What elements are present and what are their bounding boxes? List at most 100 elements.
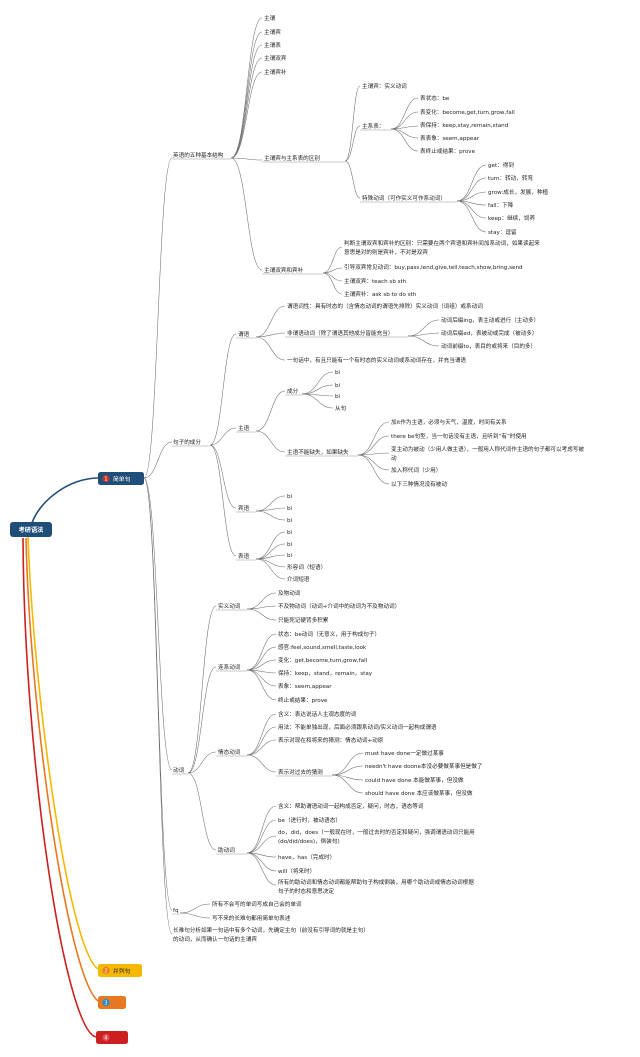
fq-item-2[interactable]: 写不来的长难句都用简单句表述 xyxy=(212,914,291,922)
double-object-note-2[interactable]: 意思是对的则是宾补，不对是双宾 xyxy=(344,248,428,256)
topic-svo-vs-linking[interactable]: 主谓宾与主系表的区别 xyxy=(264,154,320,162)
subject-comp-1[interactable]: bi xyxy=(335,370,341,376)
topic-fq[interactable]: fq xyxy=(173,908,179,914)
five-item-1[interactable]: 主谓 xyxy=(264,14,276,22)
aux-be[interactable]: be（进行时，被动语态） xyxy=(278,816,341,824)
linking-verb-3[interactable]: 变化：get,become,turn,grow,fall xyxy=(278,656,368,664)
non-finite-ed[interactable]: 动词后缀ed，表被动或完成（被动多） xyxy=(441,329,538,337)
double-object-note-3[interactable]: 引导双宾常见动词：buy,pass,lend,give,tell,teach,s… xyxy=(344,263,523,271)
aux-do-1[interactable]: do，did，does（一般现在时，一般过去时的否定和疑问，强调谓语动词只能用 xyxy=(278,828,475,836)
special-verb-4[interactable]: fall：下降 xyxy=(488,201,514,209)
linking-verb[interactable]: 连系动词 xyxy=(218,663,241,671)
five-item-5[interactable]: 主谓宾补 xyxy=(264,68,287,76)
linking-verb-4[interactable]: 保持：keep，stand，remain，stay xyxy=(278,669,373,677)
modal-meaning[interactable]: 含义：表达说话人主观态度的词 xyxy=(278,710,357,718)
missing-subject-it[interactable]: 加it作为主语，必须与天气，温度，时间有关系 xyxy=(391,418,507,426)
past-guess-3[interactable]: could have done 本能做某事，但没做 xyxy=(365,776,464,784)
aux-do-2[interactable]: (do/did/does)，倒装句) xyxy=(278,837,340,845)
auxiliary-verb[interactable]: 助动词 xyxy=(218,846,235,854)
past-guess-1[interactable]: must have done一定做过某事 xyxy=(365,749,444,757)
modal-present-guess[interactable]: 表示对现在和将来的猜测：情态动词+动原 xyxy=(278,736,384,744)
topic-sentence-components[interactable]: 句子的成分 xyxy=(173,438,201,446)
missing-subject-there-be[interactable]: there be句型，当一句话没有主语，且听到“有”时使用 xyxy=(391,432,527,440)
past-guess-4[interactable]: should have done 本应该做某事，但没做 xyxy=(365,789,473,797)
topic-double-object[interactable]: 主谓双宾和宾补 xyxy=(264,266,304,274)
special-verb-6[interactable]: stay：逗留 xyxy=(488,228,517,236)
five-item-4[interactable]: 主谓双宾 xyxy=(264,54,287,62)
notional-verb-3[interactable]: 只能死记硬背多积累 xyxy=(278,616,329,624)
five-item-3[interactable]: 主谓表 xyxy=(264,41,281,49)
predicative-item-1[interactable]: bi xyxy=(287,530,293,536)
branch-line-1 xyxy=(31,477,99,524)
five-item-2[interactable]: 主谓宾 xyxy=(264,28,281,36)
double-object-note-1[interactable]: 判断主谓双宾和宾补的区别：只需要在两个宾语和宾补间加系动词，如果读起来 xyxy=(344,239,540,247)
double-object-note-5[interactable]: 主谓宾补：ask sb to do sth xyxy=(344,290,417,298)
one-predicate-rule[interactable]: 一句话中，有且只能有一个有时态的实义动词或系动词存在，并充当谓语 xyxy=(287,356,466,364)
special-verb-2[interactable]: turn：转动，转弯 xyxy=(488,174,533,182)
missing-subject-no-passive[interactable]: 以下三种情况没有被动 xyxy=(391,480,447,488)
aux-meaning[interactable]: 含义：帮助谓语动词一起构成否定，疑问，时态，语态等词 xyxy=(278,802,424,810)
double-object-note-4[interactable]: 主谓双宾：teach sb sth xyxy=(344,277,407,285)
predicative[interactable]: 表语 xyxy=(238,552,250,560)
linking-item-4[interactable]: 表表象：seem,appear xyxy=(420,134,480,142)
topic-verbs[interactable]: 动词 xyxy=(173,766,185,774)
past-guess-2[interactable]: needn't have doone本没必要做某事但是做了 xyxy=(365,762,482,770)
object-item-1[interactable]: bi xyxy=(287,494,293,500)
modal-usage[interactable]: 用法：不能单独出现，后面必须跟系动词/实义动词一起构成谓语 xyxy=(278,723,437,731)
missing-subject-passive-1[interactable]: 变主动为被动（少用人做主语），一般用人称代词作主语的句子都可以考虑写被 xyxy=(391,445,584,453)
linking-item-3[interactable]: 表保持：keep,stay,remain,stand xyxy=(420,121,509,129)
special-verb-5[interactable]: keep：继续，饲养 xyxy=(488,214,535,222)
aux-will[interactable]: will（将来时） xyxy=(278,867,315,875)
subject-comp-3[interactable]: bi xyxy=(335,394,341,400)
subject-missing[interactable]: 主语不能缺失，如果缺失 xyxy=(287,448,349,456)
object-item-3[interactable]: bi xyxy=(287,518,293,524)
predicate[interactable]: 谓语 xyxy=(238,330,250,338)
linking-verb-2[interactable]: 感官:feel,sound,smell,taste,look xyxy=(278,643,367,651)
subject[interactable]: 主语 xyxy=(238,424,250,432)
notional-verb-1[interactable]: 及物动词 xyxy=(278,589,301,597)
special-verb-3[interactable]: grow:成长，发展，种植 xyxy=(488,188,548,196)
special-verb-1[interactable]: get：得到 xyxy=(488,161,514,169)
branch-simple-sentence[interactable] xyxy=(98,472,144,485)
linking-item-2[interactable]: 表变化：become,get,turn,grow,fall xyxy=(420,108,515,116)
predicative-item-3[interactable]: bi xyxy=(287,553,293,559)
topic-long-sentence-1[interactable]: 长难句分析如果一句话中有多个动词，先确定主句（前没有引导词的就是主句） xyxy=(173,926,369,934)
linking-verb-5[interactable]: 表象：seem,appear xyxy=(278,682,332,690)
fq-item-1[interactable]: 所有不会写的单词写成自己会的单词 xyxy=(212,900,302,908)
missing-subject-passive-2[interactable]: 动 xyxy=(391,455,397,462)
aux-inversion-2[interactable]: 句子的时态和意思决定 xyxy=(278,887,334,895)
object-item-2[interactable]: bi xyxy=(287,506,293,512)
predicate-definition[interactable]: 谓语词性：具有时态的（含情态动词的谓语先排除）实义动词（词组）或系动词 xyxy=(287,302,483,310)
aux-inversion-1[interactable]: 所有的助动词和情态动词都能帮助句子构成倒装，用哪个助动词或情态动词根据 xyxy=(278,878,474,886)
linking-item-1[interactable]: 表状态：be xyxy=(420,94,450,102)
branch-3-node[interactable] xyxy=(98,996,126,1009)
branch-compound-sentence[interactable] xyxy=(98,964,142,977)
topic-five-structures[interactable]: 英语的五种基本结构 xyxy=(173,151,224,159)
linking-structure[interactable]: 主系表： xyxy=(362,122,384,130)
modal-verb[interactable]: 情态动词 xyxy=(218,748,241,756)
special-verbs[interactable]: 特殊动词（可作实义可作系动词） xyxy=(362,194,446,202)
branch-4-node[interactable] xyxy=(96,1031,128,1044)
object[interactable]: 宾语 xyxy=(238,504,250,512)
predicative-item-5[interactable]: 介词短语 xyxy=(287,575,310,583)
linking-verb-1[interactable]: 状态：be动词（无意义，用于构成句子） xyxy=(278,630,380,638)
svo-notional-verb[interactable]: 主谓宾：实义动词 xyxy=(362,82,407,90)
notional-verb[interactable]: 实义动词 xyxy=(218,602,241,610)
predicative-item-2[interactable]: bi xyxy=(287,542,293,548)
modal-past-guess[interactable]: 表示对过去的猜测 xyxy=(278,768,323,776)
linking-verb-6[interactable]: 终止或结果：prove xyxy=(278,696,328,704)
missing-subject-pronoun[interactable]: 加入称代词（少用） xyxy=(391,466,441,474)
non-finite-ing[interactable]: 动词后缀ing，表主动或进行（主动多） xyxy=(441,316,539,324)
branch-line-4 xyxy=(22,537,97,1038)
subject-comp-4[interactable]: 从句 xyxy=(335,404,347,412)
topic-long-sentence-2[interactable]: 的动词，从而确认一句话的主谓宾 xyxy=(173,935,257,943)
non-finite-verbs[interactable]: 非谓语动词（除了谓语其他成分皆能充当） xyxy=(287,329,393,337)
aux-have[interactable]: have，has（完成时） xyxy=(278,853,335,861)
linking-item-5[interactable]: 表终止或结果：prove xyxy=(420,147,476,155)
subject-comp-2[interactable]: bi xyxy=(335,383,341,389)
root-node[interactable] xyxy=(10,522,52,537)
predicative-item-4[interactable]: 形容词（短语） xyxy=(287,563,326,571)
subject-components[interactable]: 成分 xyxy=(287,387,299,395)
non-finite-to[interactable]: 动词前缀to，表目的或将来（目的多） xyxy=(441,342,536,350)
notional-verb-2[interactable]: 不及物动词（动词+介词中的动词为不及物动词） xyxy=(278,602,400,610)
